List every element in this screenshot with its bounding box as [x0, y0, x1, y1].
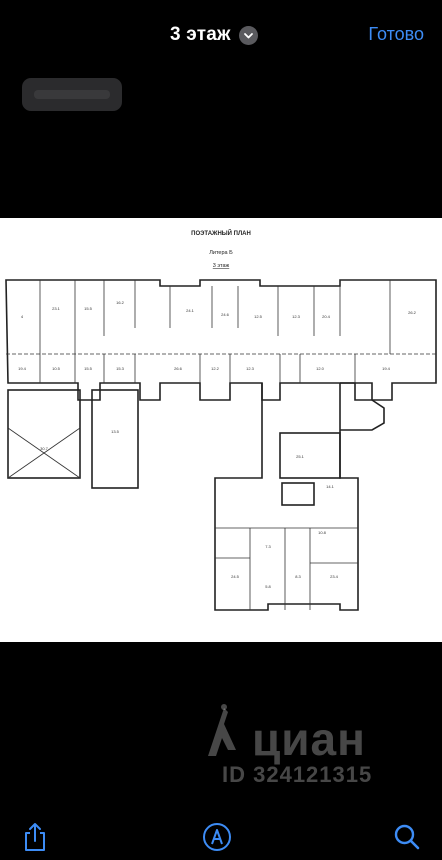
svg-text:5.8: 5.8	[265, 584, 271, 589]
blurred-label	[22, 78, 122, 111]
svg-text:10.8: 10.8	[318, 530, 327, 535]
svg-text:15.3: 15.3	[116, 366, 125, 371]
svg-text:23.4: 23.4	[330, 574, 339, 579]
page-title: 3 этаж	[170, 24, 231, 45]
svg-text:19.4: 19.4	[382, 366, 391, 371]
svg-text:23.1: 23.1	[52, 306, 61, 311]
cian-logo-icon	[208, 704, 236, 756]
svg-text:12.5: 12.5	[254, 314, 263, 319]
navigation-bar: 3 этаж Готово	[0, 0, 442, 72]
svg-text:14.1: 14.1	[326, 484, 335, 489]
floor-plan-drawing: ПОЭТАЖНЫЙ ПЛАН Литера Б 3 этаж	[5, 229, 437, 611]
svg-text:25.1: 25.1	[296, 454, 305, 459]
svg-text:20.4: 20.4	[322, 314, 331, 319]
svg-text:15.5: 15.5	[84, 366, 93, 371]
bottom-toolbar	[0, 812, 442, 860]
plan-litera: Литера Б	[209, 250, 233, 256]
plan-heading: ПОЭТАЖНЫЙ ПЛАН	[191, 229, 251, 237]
watermark-id: ID 324121315	[222, 762, 373, 787]
svg-text:12.2: 12.2	[211, 366, 220, 371]
floor-plan-image: ПОЭТАЖНЫЙ ПЛАН Литера Б 3 этаж	[0, 218, 442, 642]
search-icon	[394, 824, 420, 850]
markup-icon	[203, 823, 231, 851]
svg-text:12.0: 12.0	[316, 366, 325, 371]
svg-text:15.5: 15.5	[84, 306, 93, 311]
chevron-down-icon[interactable]	[238, 25, 258, 45]
svg-text:16.2: 16.2	[116, 300, 125, 305]
svg-text:12.3: 12.3	[292, 314, 301, 319]
markup-button[interactable]	[200, 820, 234, 854]
svg-text:24.6: 24.6	[221, 312, 230, 317]
svg-text:26.2: 26.2	[408, 310, 417, 315]
watermark: циан ID 324121315	[202, 696, 422, 796]
svg-text:12.3: 12.3	[246, 366, 255, 371]
svg-text:8.3: 8.3	[295, 574, 301, 579]
done-button[interactable]: Готово	[368, 24, 424, 44]
search-button[interactable]	[390, 820, 424, 854]
share-icon	[25, 823, 45, 851]
svg-text:7.3: 7.3	[265, 544, 271, 549]
svg-text:24.5: 24.5	[231, 574, 240, 579]
svg-text:24.1: 24.1	[186, 308, 195, 313]
title-menu[interactable]: 3 этаж	[170, 22, 258, 48]
svg-text:10.5: 10.5	[52, 366, 61, 371]
plan-floor: 3 этаж	[213, 263, 230, 269]
svg-text:19.4: 19.4	[18, 366, 27, 371]
watermark-brand: циан	[252, 713, 366, 765]
svg-text:30.7: 30.7	[40, 446, 49, 451]
share-button[interactable]	[18, 820, 52, 854]
svg-text:13.5: 13.5	[111, 429, 120, 434]
svg-text:4: 4	[21, 314, 24, 319]
svg-text:26.6: 26.6	[174, 366, 183, 371]
